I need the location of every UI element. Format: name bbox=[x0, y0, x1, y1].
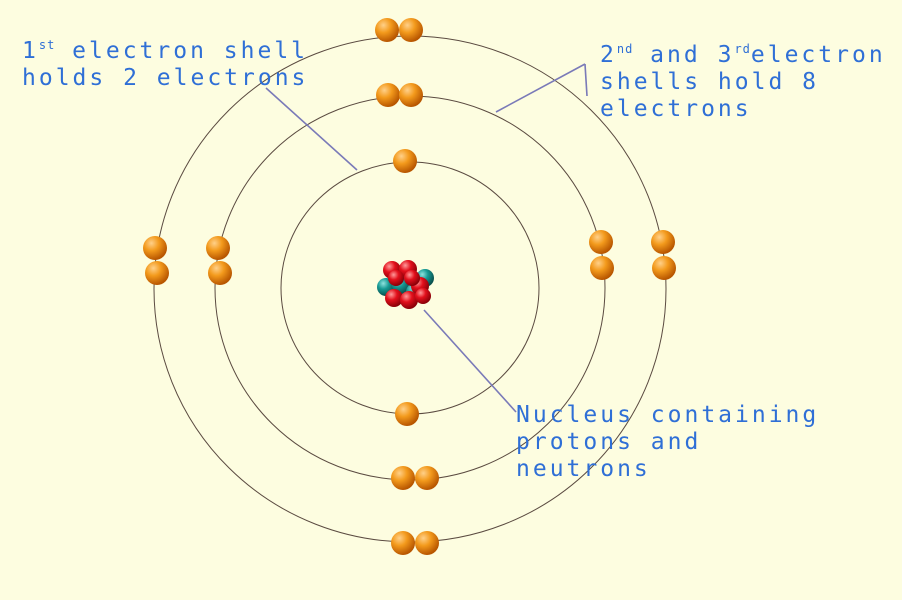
nucleus-label-line1: Nucleus containing bbox=[516, 402, 820, 428]
nucleus-label-line3: neutrons bbox=[516, 456, 651, 482]
electron-shell-3 bbox=[415, 531, 439, 555]
outer-shells-label-text: electron bbox=[750, 42, 886, 68]
pointer-line-first-shell bbox=[265, 87, 358, 171]
pointer-line-nucleus bbox=[423, 309, 517, 413]
electron-shell-3 bbox=[145, 261, 169, 285]
electron-shell-2 bbox=[208, 261, 232, 285]
proton bbox=[400, 291, 418, 309]
electron-shell-2 bbox=[376, 83, 400, 107]
outer-shells-label-line3: electrons bbox=[600, 96, 752, 122]
outer-shells-label-line2: shells hold 8 bbox=[600, 69, 820, 95]
outer-shells-label-line1: 2nd and 3rdelectron bbox=[600, 42, 886, 69]
nucleus bbox=[377, 260, 434, 309]
first-shell-label-text: electron shell bbox=[72, 38, 309, 64]
electron-shell-3 bbox=[375, 18, 399, 42]
electron-shell-2 bbox=[590, 256, 614, 280]
electron-shell-3 bbox=[399, 18, 423, 42]
first-shell-label-line2: holds 2 electrons bbox=[22, 65, 309, 91]
ordinal-suffix: rd bbox=[734, 42, 751, 56]
proton bbox=[404, 270, 420, 286]
first-shell-label-line1: 1st electron shell bbox=[22, 38, 308, 65]
ordinal-suffix: st bbox=[38, 38, 56, 52]
ordinal-suffix: nd bbox=[616, 42, 634, 56]
pointer-line-shell-3 bbox=[584, 63, 588, 97]
ordinal-number: 3 bbox=[717, 42, 735, 68]
electron-shell-3 bbox=[651, 230, 675, 254]
electron-shell-3 bbox=[143, 236, 167, 260]
nucleus-label-line2: protons and bbox=[516, 429, 702, 455]
electron-shell-1 bbox=[395, 402, 419, 426]
electron-shell-2 bbox=[206, 236, 230, 260]
electron-shell-2 bbox=[391, 466, 415, 490]
proton bbox=[385, 289, 403, 307]
proton bbox=[388, 270, 404, 286]
pointer-line-shell-2 bbox=[495, 63, 586, 113]
ordinal-number: 1 bbox=[22, 38, 39, 64]
proton bbox=[415, 288, 431, 304]
electron-shell-3 bbox=[391, 531, 415, 555]
ordinal-number: 2 bbox=[600, 42, 617, 68]
electron-shell-1 bbox=[393, 149, 417, 173]
electron-shell-2 bbox=[415, 466, 439, 490]
electron-shell-3 bbox=[652, 256, 676, 280]
electron-shell-2 bbox=[589, 230, 613, 254]
conjunction: and bbox=[650, 42, 701, 68]
first-shell-label: 1st electron shell holds 2 electrons bbox=[22, 38, 308, 92]
outer-shells-label: 2nd and 3rdelectron shells hold 8 electr… bbox=[600, 42, 886, 123]
nucleus-label: Nucleus containing protons and neutrons bbox=[516, 402, 819, 483]
electron-shell-2 bbox=[399, 83, 423, 107]
